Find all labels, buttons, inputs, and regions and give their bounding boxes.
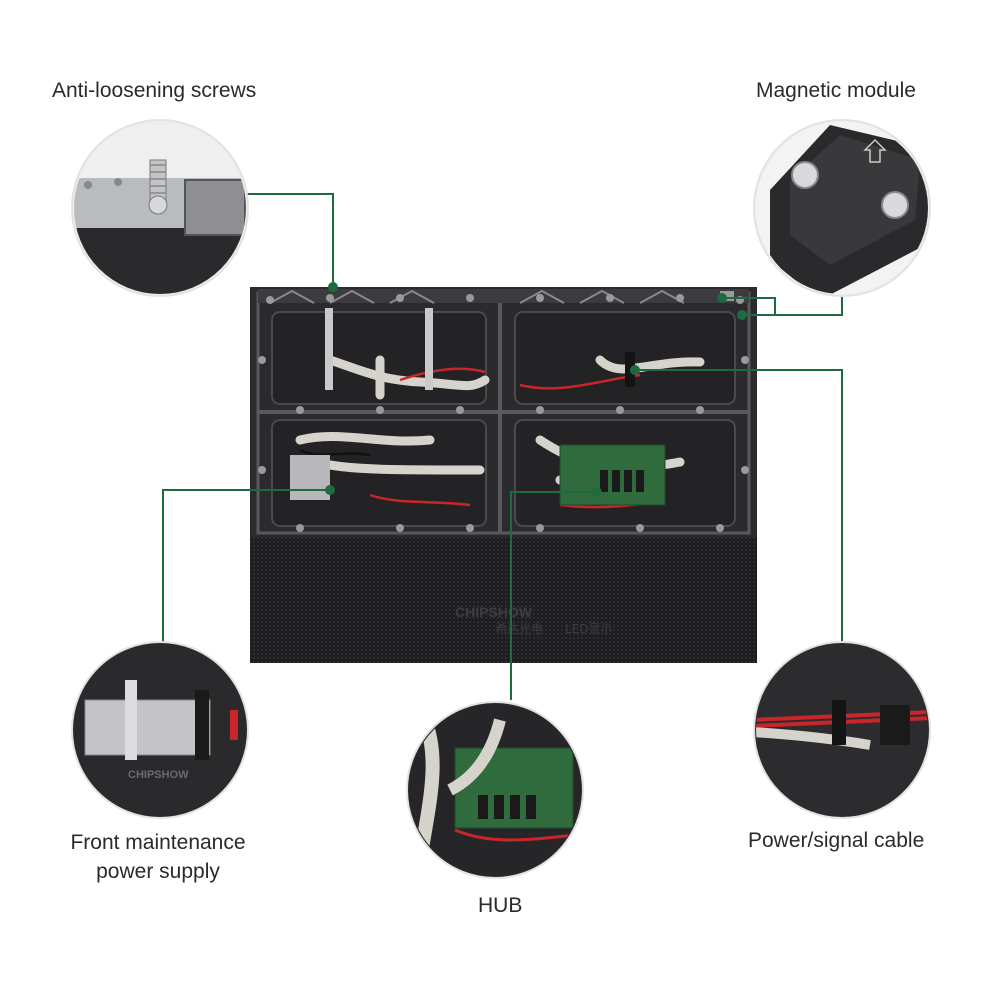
label-hub: HUB [478, 894, 523, 917]
leader-hub [510, 491, 597, 700]
leader-screws [246, 193, 334, 287]
zoom-screws [71, 119, 249, 297]
label-anti-loosening-screws: Anti-loosening screws [52, 79, 257, 102]
zoom-hub [406, 701, 584, 879]
zoom-brand: CHIPSHOW [128, 769, 189, 781]
label-power-signal-cable: Power/signal cable [748, 829, 925, 852]
leader-power-supply [162, 489, 330, 644]
zoom-cable [753, 641, 931, 819]
leader-lines [162, 193, 843, 700]
label-power-supply-line2: power supply [96, 860, 220, 883]
led-cabinet: CHIPSHOW 希达光电 LED显示 [250, 287, 757, 663]
zoom-power-supply: CHIPSHOW [71, 641, 249, 819]
magnet-mount [720, 291, 734, 301]
brand-watermark-cn: 希达光电 [495, 621, 543, 636]
label-front-maintenance-power-supply: Front maintenance power supply [48, 828, 268, 886]
led-display-face [250, 537, 757, 663]
leader-cable [635, 369, 843, 644]
power-supply-unit [290, 455, 330, 500]
brand-watermark-cn-right: LED显示 [565, 622, 613, 636]
label-power-supply-line1: Front maintenance [70, 831, 246, 854]
zoom-magnetic [753, 119, 931, 297]
label-magnetic-module: Magnetic module [756, 79, 916, 102]
brand-watermark: CHIPSHOW [455, 604, 533, 620]
